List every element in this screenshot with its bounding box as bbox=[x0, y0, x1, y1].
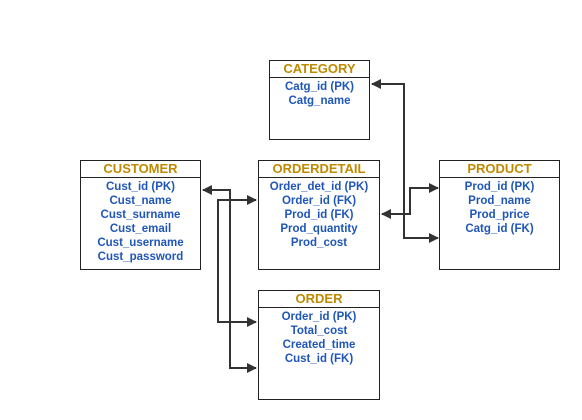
entity-title: ORDERDETAIL bbox=[259, 161, 379, 178]
field-cust-surname: Cust_surname bbox=[100, 209, 181, 221]
field-order-id-fk: Order_id (FK) bbox=[281, 195, 357, 207]
field-cust-id-fk: Cust_id (FK) bbox=[284, 353, 354, 365]
connector-product-category bbox=[371, 79, 439, 243]
entity-title: ORDER bbox=[259, 291, 379, 308]
entity-title: CATEGORY bbox=[270, 61, 369, 78]
entity-order[interactable]: ORDER Order_id (PK) Total_cost Created_t… bbox=[258, 290, 380, 400]
field-cust-name: Cust_name bbox=[109, 195, 172, 207]
entity-category[interactable]: CATEGORY Catg_id (PK) Catg_name bbox=[269, 60, 370, 140]
field-prod-id: Prod_id (PK) bbox=[464, 181, 535, 193]
entity-customer[interactable]: CUSTOMER Cust_id (PK) Cust_name Cust_sur… bbox=[80, 160, 201, 270]
field-catg-name: Catg_name bbox=[288, 95, 351, 107]
field-cust-id: Cust_id (PK) bbox=[106, 181, 175, 193]
field-prod-cost: Prod_cost bbox=[290, 237, 348, 249]
entity-product[interactable]: PRODUCT Prod_id (PK) Prod_name Prod_pric… bbox=[439, 160, 560, 270]
field-catg-id-fk: Catg_id (FK) bbox=[465, 223, 534, 235]
field-prod-price: Prod_price bbox=[469, 209, 530, 221]
field-cust-username: Cust_username bbox=[97, 237, 184, 249]
field-prod-name: Prod_name bbox=[468, 195, 531, 207]
entity-title: PRODUCT bbox=[440, 161, 559, 178]
field-cust-password: Cust_password bbox=[97, 251, 184, 263]
field-total-cost: Total_cost bbox=[290, 325, 348, 337]
field-catg-id: Catg_id (PK) bbox=[285, 81, 354, 93]
connector-product-orderdetail bbox=[381, 183, 439, 219]
entity-orderdetail[interactable]: ORDERDETAIL Order_det_id (PK) Order_id (… bbox=[258, 160, 380, 270]
field-created-time: Created_time bbox=[282, 339, 356, 351]
field-prod-id-fk: Prod_id (FK) bbox=[284, 209, 354, 221]
field-order-id: Order_id (PK) bbox=[281, 311, 357, 323]
field-prod-quantity: Prod_quantity bbox=[280, 223, 358, 235]
entity-title: CUSTOMER bbox=[81, 161, 200, 178]
connector-orderdetail-order bbox=[217, 199, 257, 327]
field-order-det-id: Order_det_id (PK) bbox=[269, 181, 369, 193]
field-cust-email: Cust_email bbox=[109, 223, 172, 235]
connector-customer-order bbox=[203, 189, 257, 373]
